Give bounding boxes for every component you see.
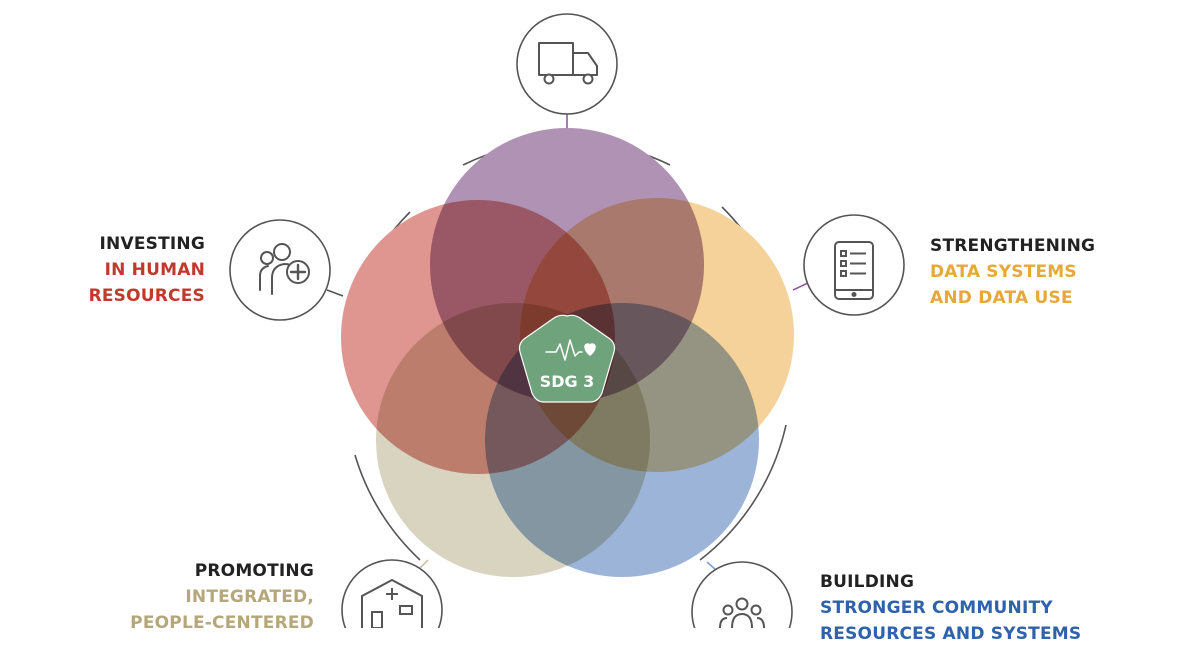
heartbeat-icon [545,339,596,361]
label-human-resources-line-1: IN HUMAN [104,260,205,280]
icon-community [691,561,793,628]
connector-lower-right [706,561,717,571]
label-community-line-1: STRONGER COMMUNITY [820,598,1053,618]
label-community-heading: BUILDING [820,572,915,592]
icon-data-systems [803,214,905,316]
health-worker-icon [259,243,310,295]
label-data-systems: STRENGTHENING DATA SYSTEMS AND DATA USE [930,233,1095,311]
delivery-truck-icon [538,42,598,85]
label-integrated-care: PROMOTING INTEGRATED, PEOPLE-CENTERED [60,558,314,636]
outer-arc-lower-right [699,424,787,561]
label-data-systems-line-1: DATA SYSTEMS [930,262,1077,282]
label-human-resources-heading: INVESTING [99,234,205,254]
label-community: BUILDING STRONGER COMMUNITY RESOURCES AN… [820,569,1081,647]
outer-arc-lower-left [354,454,421,561]
icon-logistics [516,13,618,115]
icon-integrated-care [341,559,443,628]
label-human-resources: INVESTING IN HUMAN RESOURCES [40,231,205,309]
label-data-systems-heading: STRENGTHENING [930,236,1096,256]
connector-left [326,289,344,297]
tablet-checklist-icon [834,241,874,300]
icon-human-resources [229,219,331,321]
community-group-icon [719,597,765,628]
label-community-line-2: RESOURCES AND SYSTEMS [820,624,1082,644]
label-human-resources-line-2: RESOURCES [88,286,205,306]
label-integrated-care-line-1: INTEGRATED, [185,587,314,607]
center-pentagon [518,314,616,403]
label-integrated-care-heading: PROMOTING [194,561,314,581]
connector-right [792,282,809,291]
label-integrated-care-line-2: PEOPLE-CENTERED [130,613,314,633]
health-facility-icon [361,578,423,628]
label-data-systems-line-2: AND DATA USE [930,288,1073,308]
venn-diagram: SDG 3 [229,13,905,628]
center-label: SDG 3 [540,372,595,391]
